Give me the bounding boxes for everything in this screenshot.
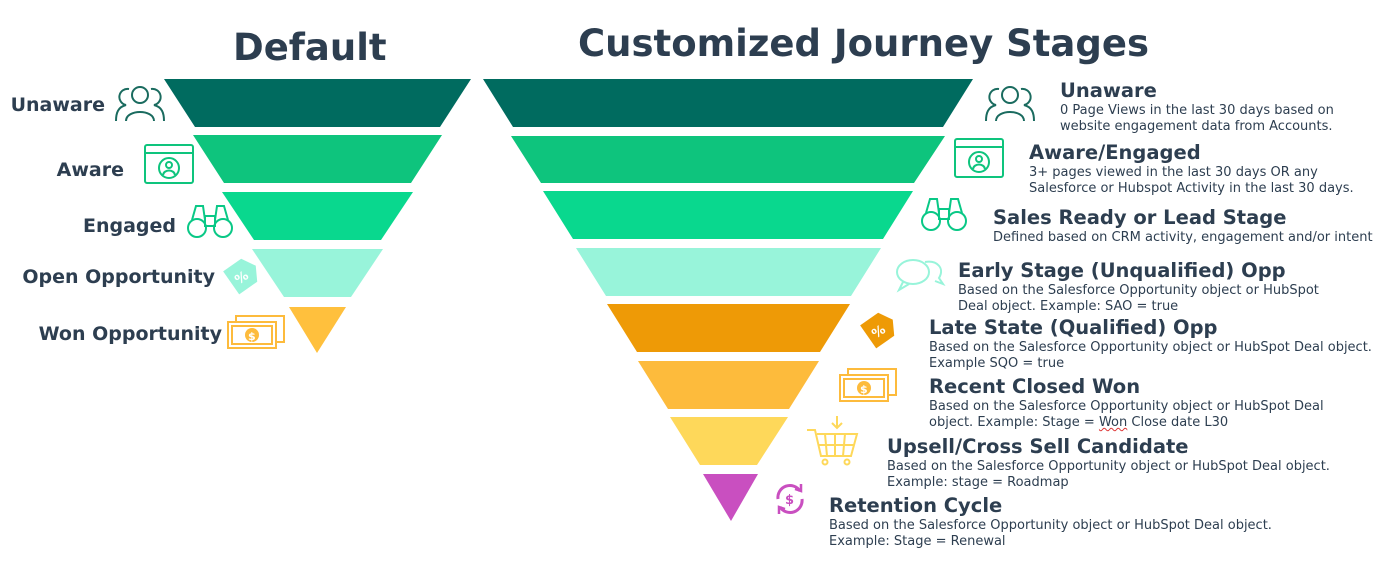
users-icon: [985, 86, 1035, 122]
default-segment-aware: [193, 135, 442, 183]
custom-segment-recent-closed-won: [638, 361, 819, 409]
stage-title: Upsell/Cross Sell Candidate: [887, 435, 1189, 458]
default-label-unaware: Unaware: [10, 94, 105, 116]
stage-description-line: Defined based on CRM activity, engagemen…: [993, 230, 1373, 245]
tag-percent-icon: %: [860, 312, 895, 349]
custom-segment-sales-ready: [543, 191, 913, 239]
custom-stage-aware-engaged: Aware/Engaged 3+ pages viewed in the las…: [1029, 141, 1354, 197]
stage-description-line: Example: Stage = Renewal: [829, 534, 1006, 549]
refresh-dollar-icon: $: [776, 484, 804, 514]
custom-stage-late-state: Late State (Qualified) Opp Based on the …: [929, 316, 1372, 372]
stage-title: Retention Cycle: [829, 494, 1003, 517]
stage-title: Sales Ready or Lead Stage: [993, 206, 1287, 229]
svg-text:$: $: [785, 493, 794, 508]
default-segment-unaware: [164, 79, 471, 127]
stage-description-line: 0 Page Views in the last 30 days based o…: [1060, 103, 1334, 118]
custom-stage-early-stage: Early Stage (Unqualified) Opp Based on t…: [958, 259, 1319, 315]
svg-text:$: $: [860, 383, 868, 396]
custom-segment-early-stage: [576, 248, 881, 296]
stage-description-line: Based on the Salesforce Opportunity obje…: [929, 399, 1324, 414]
default-segment-open-opportunity: [252, 249, 383, 297]
custom-stage-upsell: Upsell/Cross Sell Candidate Based on the…: [887, 435, 1330, 491]
custom-stage-retention: Retention Cycle Based on the Salesforce …: [829, 494, 1272, 550]
custom-stage-unaware: Unaware 0 Page Views in the last 30 days…: [1060, 79, 1334, 135]
svg-text:$: $: [248, 330, 256, 343]
stage-title: Aware/Engaged: [1029, 141, 1201, 164]
custom-segment-aware-engaged: [511, 136, 945, 183]
default-label-won-opportunity: Won Opportunity: [38, 323, 222, 345]
default-title: Default: [233, 26, 387, 69]
custom-stage-recent-closed-won: Recent Closed Won Based on the Salesforc…: [929, 375, 1324, 431]
stage-description-line: Example SQO = true: [929, 356, 1065, 371]
stage-description-line: Based on the Salesforce Opportunity obje…: [929, 340, 1372, 355]
desc-part-underlined: Won: [1098, 415, 1128, 430]
stage-title: Unaware: [1060, 79, 1157, 102]
stage-description-line: Based on the Salesforce Opportunity obje…: [958, 283, 1319, 298]
stage-description-line: object. Example: Stage = Won Close date …: [929, 415, 1324, 431]
stage-title: Early Stage (Unqualified) Opp: [958, 259, 1286, 282]
stage-title: Recent Closed Won: [929, 375, 1141, 398]
browser-user-icon: [954, 138, 1004, 178]
default-label-open-opportunity: Open Opportunity: [22, 266, 215, 288]
default-segment-won-opportunity: [289, 307, 346, 353]
default-funnel: [164, 79, 471, 353]
cart-icon: [807, 416, 859, 466]
stage-description-line: 3+ pages viewed in the last 30 days OR a…: [1029, 165, 1318, 180]
stage-description-line: Salesforce or Hubspot Activity in the la…: [1029, 181, 1354, 196]
custom-stage-sales-ready: Sales Ready or Lead Stage Defined based …: [993, 206, 1373, 246]
custom-segment-late-state: [607, 304, 850, 352]
stage-description-line: Based on the Salesforce Opportunity obje…: [829, 518, 1272, 533]
stage-title: Late State (Qualified) Opp: [929, 316, 1218, 339]
stage-description-line: website engagement data from Accounts.: [1060, 119, 1333, 134]
stage-description-line: Deal object. Example: SAO = true: [958, 299, 1179, 314]
stage-description-line: Based on the Salesforce Opportunity obje…: [887, 459, 1330, 474]
default-label-engaged: Engaged: [82, 215, 176, 237]
custom-segment-unaware: [483, 79, 973, 127]
default-segment-engaged: [222, 192, 413, 240]
customized-funnel: [483, 79, 973, 521]
stage-description-line: Example: stage = Roadmap: [887, 475, 1069, 490]
custom-segment-upsell: [670, 417, 788, 465]
money-icon: $: [839, 368, 897, 402]
custom-segment-retention: [703, 474, 758, 521]
users-icon: [115, 86, 165, 122]
customized-title: Customized Journey Stages: [578, 22, 1149, 65]
tag-percent-icon: %: [223, 258, 258, 295]
default-label-aware: Aware: [56, 159, 124, 181]
chat-bubbles-icon: [896, 259, 946, 293]
desc-part: object. Example: Stage =: [929, 415, 1099, 430]
browser-user-icon: [144, 144, 194, 184]
money-icon: $: [227, 315, 285, 349]
desc-part: Close date L30: [1127, 415, 1229, 430]
binoculars-icon: [187, 205, 233, 238]
binoculars-icon: [921, 198, 967, 231]
